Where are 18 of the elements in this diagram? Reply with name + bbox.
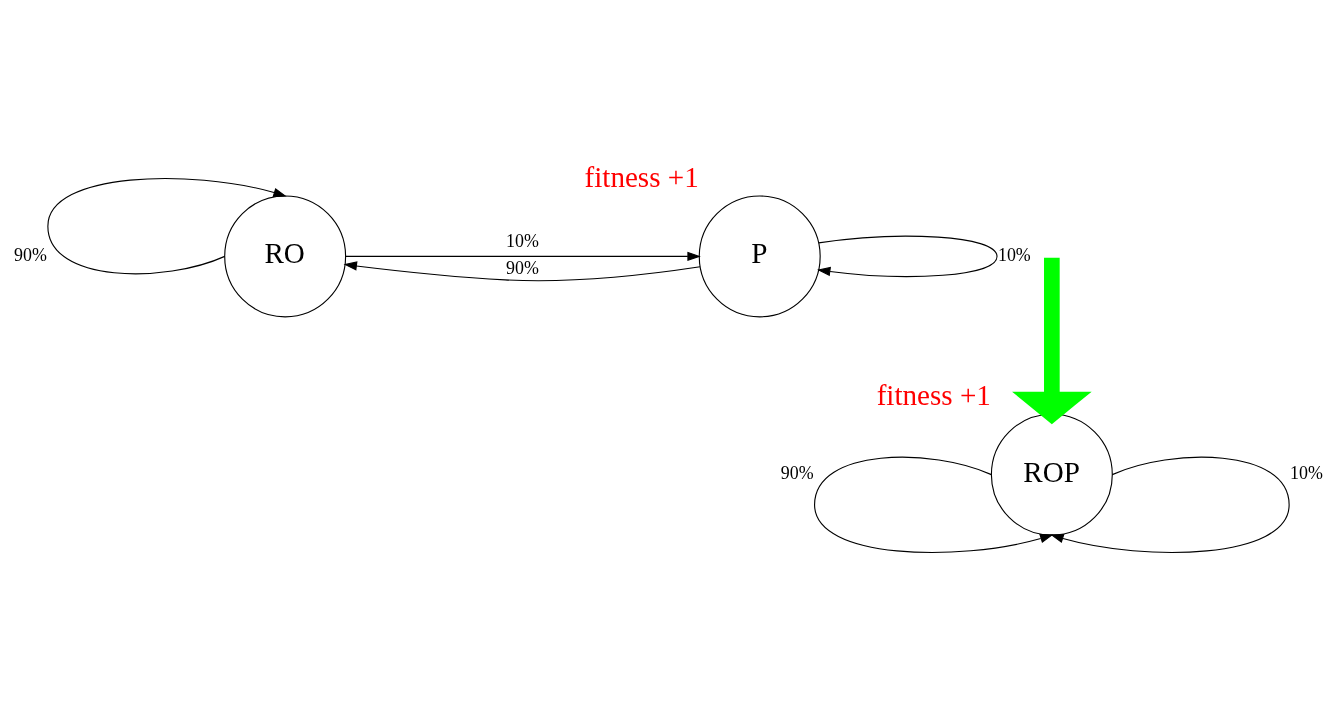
edge-label: 10%: [997, 244, 1031, 265]
arrow: [1012, 257, 1092, 424]
arrow: [345, 251, 701, 261]
node-circle: ROP: [990, 413, 1113, 536]
arrow: [814, 456, 1054, 553]
node-label: fitness +1: [876, 378, 991, 411]
arrow: [47, 177, 287, 274]
arrow: [343, 260, 701, 281]
edge-label: 90%: [506, 257, 539, 278]
arrow: [1050, 456, 1290, 553]
node-circle: RO: [224, 194, 347, 317]
edge-label: 90%: [780, 462, 814, 483]
edge-label: 10%: [506, 230, 539, 251]
arrow: [817, 235, 998, 277]
node-label: fitness +1: [584, 160, 699, 193]
edge-label: 10%: [1290, 462, 1323, 483]
node-circle: P: [698, 194, 821, 317]
edge-label: 90%: [14, 244, 47, 265]
